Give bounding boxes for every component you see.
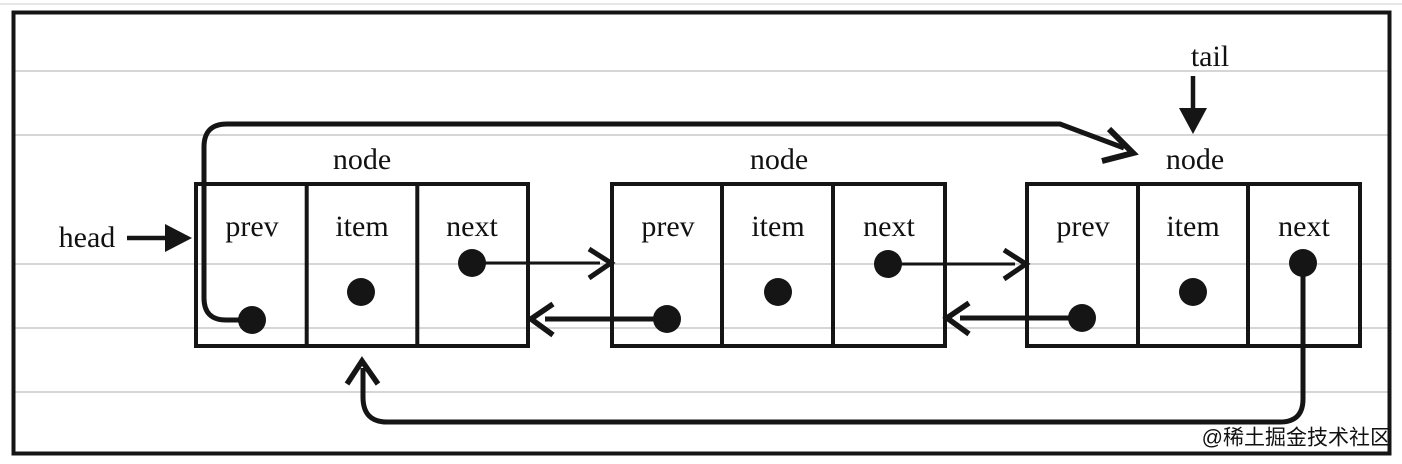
node-2-prev-label: prev: [641, 210, 694, 243]
node-3-prev-label: prev: [1056, 210, 1109, 243]
node-3-next-dot: [1289, 249, 1317, 277]
tail-label: tail: [1191, 40, 1229, 73]
node-1-box: [194, 182, 530, 348]
node-2-item-dot: [764, 278, 792, 306]
tail-pointer: tail: [1179, 40, 1229, 134]
prev-arrows: [526, 300, 1082, 338]
arrowhead-chevron: [1002, 247, 1031, 282]
head-arrow-head: [165, 224, 192, 252]
arrowhead-chevron: [587, 246, 616, 281]
next-arrows: [472, 246, 1031, 282]
node-2: node prev item next: [610, 143, 947, 348]
arrowhead-chevron: [942, 300, 971, 337]
node-2-label: node: [750, 143, 808, 176]
node-2-item-label: item: [751, 210, 804, 243]
outer-border: [11, 10, 1392, 456]
node-1-item-dot: [347, 278, 375, 306]
node-1-next-label: next: [446, 210, 498, 243]
node-3-next-label: next: [1278, 210, 1330, 243]
node-3: node prev item next: [1025, 143, 1362, 348]
arrowhead-chevron: [526, 301, 555, 338]
node-3-item-dot: [1179, 278, 1207, 306]
node-1-item-label: item: [335, 210, 388, 243]
node-1: node prev item next: [194, 143, 530, 348]
node-3-label: node: [1166, 143, 1224, 176]
node-2-next-label: next: [863, 210, 915, 243]
arrowhead-chevron: [344, 356, 381, 386]
head-label: head: [59, 221, 116, 254]
next-wrap-arrow: [344, 263, 1306, 425]
node-1-prev-dot: [238, 306, 266, 334]
head-pointer: head: [59, 221, 192, 254]
node-3-item-label: item: [1166, 210, 1219, 243]
node-1-label: node: [333, 143, 391, 176]
prev-wrap-arrow-path: [201, 121, 1125, 323]
tail-arrow-head: [1179, 108, 1207, 134]
arrowhead-chevron: [1101, 126, 1139, 164]
watermark-text: @稀土掘金技术社区: [1202, 427, 1391, 450]
next-wrap-arrow-path: [360, 263, 1306, 425]
node-1-prev-label: prev: [225, 210, 278, 243]
prev-wrap-arrow: [201, 121, 1139, 323]
